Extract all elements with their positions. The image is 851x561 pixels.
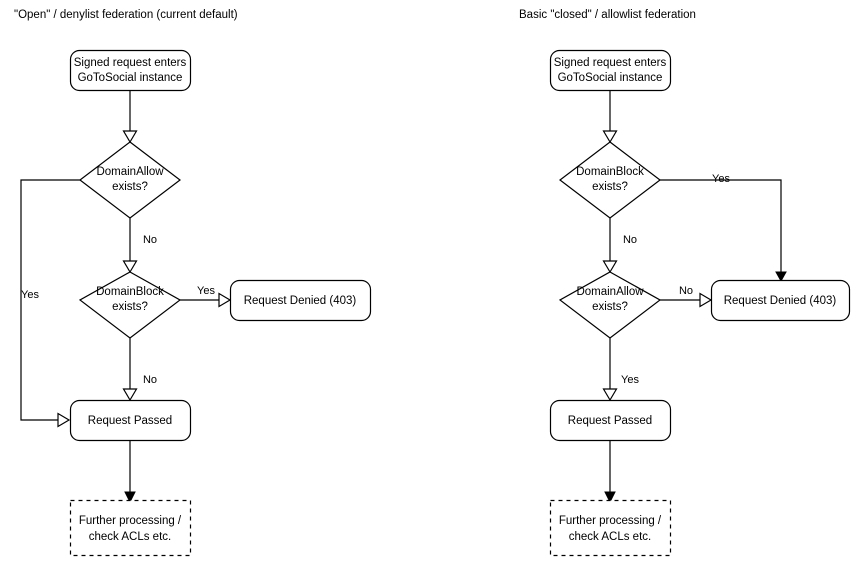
node-further-right-shape — [549, 499, 672, 557]
node-decision1-right-shape — [559, 141, 661, 219]
edge-left-decision1-no: No — [122, 218, 157, 274]
edge-right-decision2-yes: Yes — [602, 338, 639, 402]
node-denied-right-label: Request Denied (403) — [724, 295, 837, 307]
node-passed-right-label: Request Passed — [568, 415, 652, 427]
node-passed-right: Request Passed — [549, 399, 672, 442]
node-entry-right: Signed request enters GoToSocial instanc… — [549, 49, 672, 92]
node-decision1-right-line2: exists? — [592, 181, 628, 193]
node-decision2-left-line2: exists? — [112, 301, 148, 313]
arrowhead-filled-icon — [604, 491, 616, 504]
edge-label-left-decision1-no: No — [143, 234, 157, 246]
arrowhead-open-icon — [602, 130, 618, 144]
edge-left-passed-to-further — [124, 440, 136, 504]
arrowhead-filled-icon — [775, 271, 787, 283]
arrowhead-open-icon — [218, 292, 232, 308]
arrowhead-open-icon — [122, 130, 138, 144]
node-decision2-right-line1: DomainAllow — [576, 286, 644, 298]
node-entry-left: Signed request enters GoToSocial instanc… — [69, 49, 192, 92]
node-denied-right: Request Denied (403) — [710, 279, 851, 322]
node-decision1-right-line1: DomainBlock — [576, 166, 644, 178]
node-decision1-left-line1: DomainAllow — [96, 166, 164, 178]
node-decision1-left-shape — [79, 141, 181, 219]
arrowhead-open-icon — [57, 412, 71, 428]
node-decision2-left-line1: DomainBlock — [96, 286, 164, 298]
node-decision1-right: DomainBlock exists? — [559, 141, 661, 219]
node-further-left-line1: Further processing / — [79, 515, 182, 527]
edge-label-left-decision1-yes: Yes — [21, 289, 39, 301]
edge-right-decision1-no: No — [602, 218, 637, 274]
edge-right-passed-to-further — [604, 440, 616, 504]
edge-right-decision2-no: No — [660, 285, 713, 308]
edge-label-right-decision2-no: No — [679, 285, 693, 297]
node-further-right: Further processing / check ACLs etc. — [549, 499, 672, 557]
node-entry-left-line2: GoToSocial instance — [78, 72, 183, 84]
panel-closed-allowlist: Basic "closed" / allowlist federation Si… — [519, 9, 851, 557]
edge-label-right-decision1-no: No — [623, 234, 637, 246]
node-decision1-left: DomainAllow exists? — [79, 141, 181, 219]
node-passed-left-label: Request Passed — [88, 415, 172, 427]
edge-label-right-decision1-yes: Yes — [712, 173, 730, 185]
edge-left-decision2-yes: Yes — [180, 285, 232, 308]
edge-label-left-decision2-no: No — [143, 374, 157, 386]
edge-right-entry-to-decision1 — [602, 90, 618, 144]
node-further-left-shape — [69, 499, 192, 557]
node-decision2-right: DomainAllow exists? — [558, 271, 662, 339]
node-denied-left: Request Denied (403) — [229, 279, 372, 322]
arrowhead-open-icon — [602, 388, 618, 402]
node-denied-right-shape — [710, 279, 851, 322]
node-further-right-line1: Further processing / — [559, 515, 662, 527]
node-entry-right-line1: Signed request enters — [554, 57, 667, 69]
arrowhead-open-icon — [122, 260, 138, 274]
node-passed-left: Request Passed — [69, 399, 192, 442]
arrowhead-filled-icon — [124, 491, 136, 504]
edge-left-decision1-yes: Yes — [20, 179, 80, 428]
node-further-left: Further processing / check ACLs etc. — [69, 499, 192, 557]
edge-left-entry-to-decision1 — [122, 90, 138, 144]
edge-label-right-decision2-yes: Yes — [621, 374, 639, 386]
node-denied-left-shape — [229, 279, 372, 322]
node-further-right-line2: check ACLs etc. — [569, 531, 651, 543]
panel-title-closed-allowlist: Basic "closed" / allowlist federation — [519, 9, 696, 21]
node-decision2-left: DomainBlock exists? — [78, 271, 182, 339]
node-decision2-right-line2: exists? — [592, 301, 628, 313]
node-entry-left-line1: Signed request enters — [74, 57, 187, 69]
node-entry-right-line2: GoToSocial instance — [558, 72, 663, 84]
arrowhead-open-icon — [699, 292, 713, 308]
arrowhead-open-icon — [602, 260, 618, 274]
panel-title-open-denylist: "Open" / denylist federation (current de… — [14, 9, 238, 21]
panel-open-denylist: "Open" / denylist federation (current de… — [14, 9, 372, 557]
node-decision1-left-line2: exists? — [112, 181, 148, 193]
edge-left-decision2-no: No — [122, 338, 157, 402]
arrowhead-open-icon — [122, 388, 138, 402]
edge-label-left-decision2-yes: Yes — [197, 285, 215, 297]
edge-right-decision1-yes: Yes — [660, 173, 787, 283]
node-denied-left-label: Request Denied (403) — [244, 295, 357, 307]
node-further-left-line2: check ACLs etc. — [89, 531, 171, 543]
